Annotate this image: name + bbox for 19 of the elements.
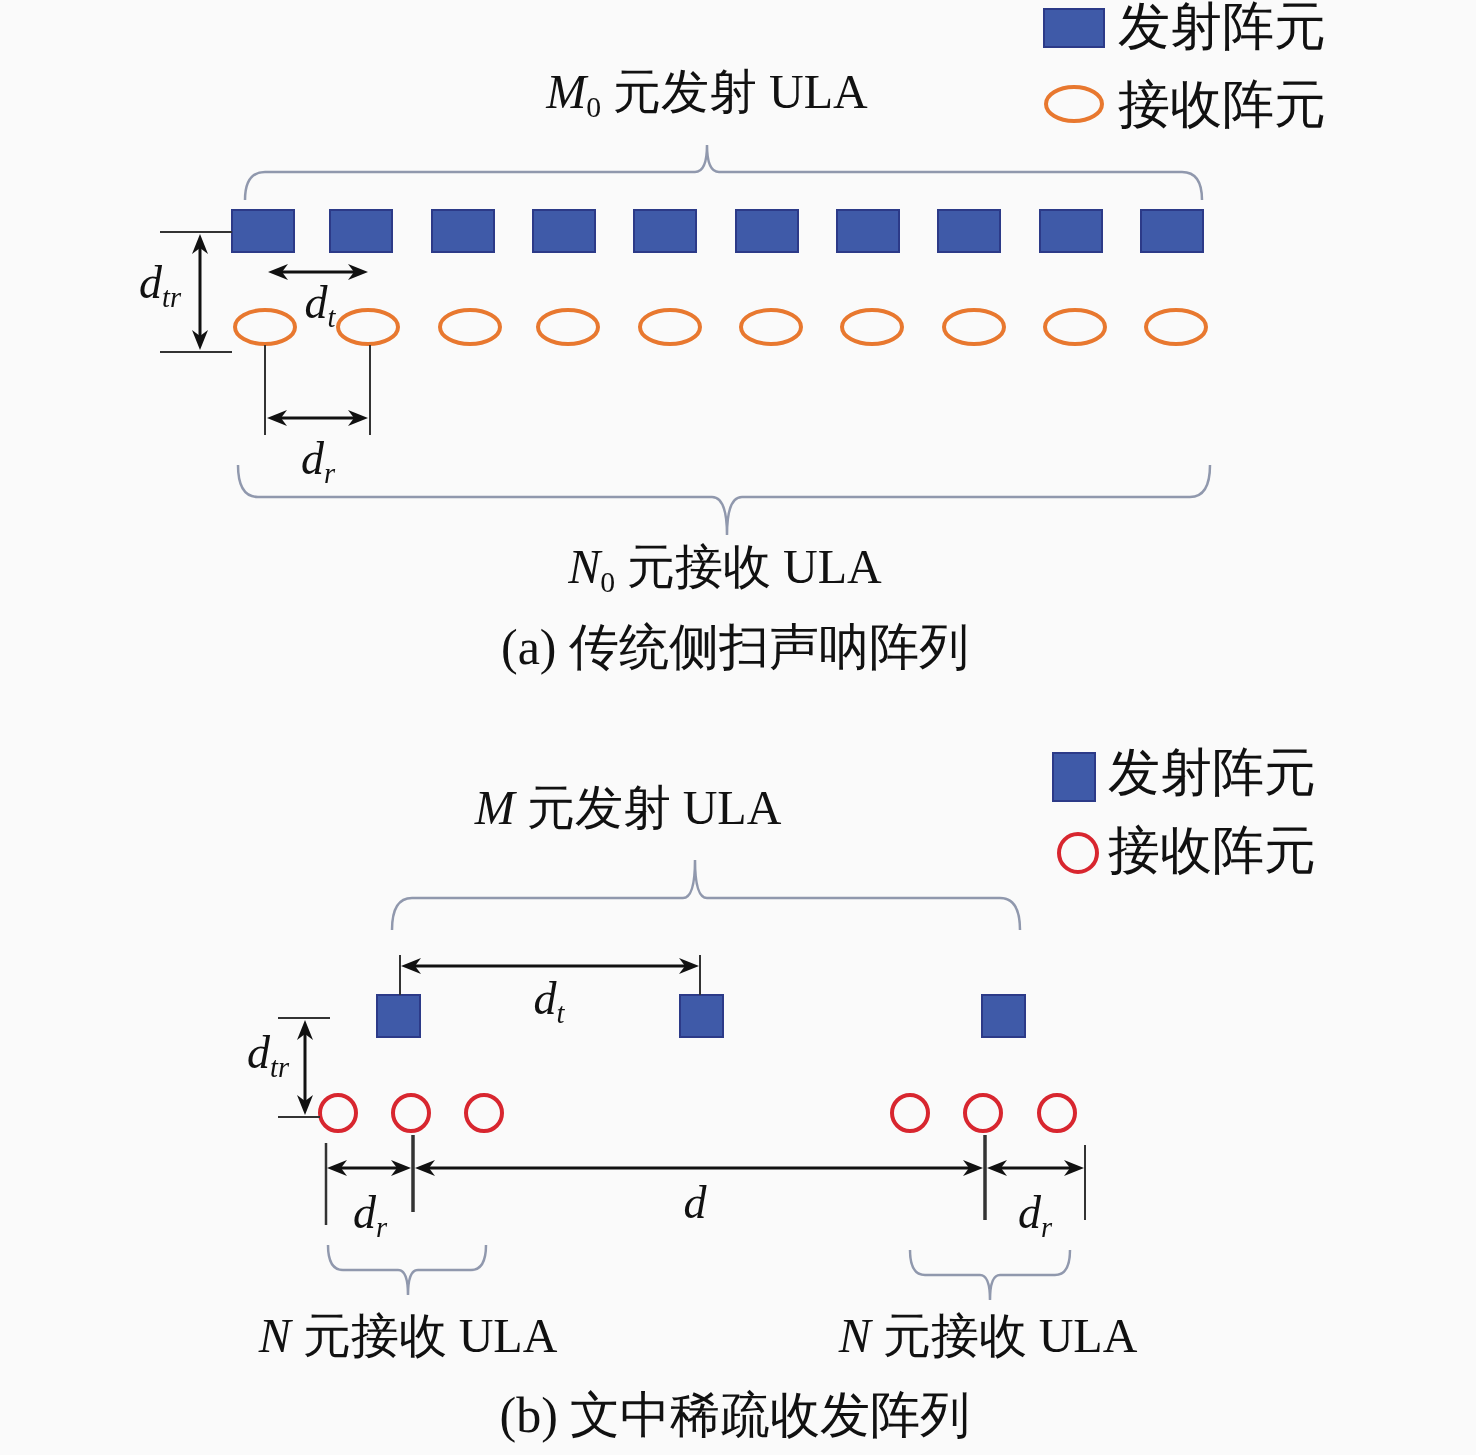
dimension-label: d$_{r}$ bbox=[352, 1188, 388, 1239]
figure-caption: (a) 传统侧扫声呐阵列 bbox=[501, 620, 969, 675]
array-label: N$_{0}$ 元接收 ULA bbox=[568, 541, 882, 594]
array-label: N 元接收 ULA bbox=[838, 1310, 1138, 1363]
dimension-label: d$_{r}$ bbox=[300, 434, 336, 485]
dimension-label: d$_{t}$ bbox=[304, 278, 336, 329]
dimension-label: d bbox=[683, 1178, 707, 1229]
dimension-label: d$_{t}$ bbox=[533, 974, 565, 1025]
array-label: M 元发射 ULA bbox=[474, 782, 782, 835]
legend-label: 接收阵元 bbox=[1118, 76, 1326, 134]
legend-label: 发射阵元 bbox=[1108, 744, 1316, 802]
dimension-label: d$_{r}$ bbox=[1017, 1188, 1053, 1239]
figure-caption: (b) 文中稀疏收发阵列 bbox=[499, 1388, 971, 1443]
legend-label: 接收阵元 bbox=[1108, 822, 1316, 880]
array-label: M$_{0}$ 元发射 ULA bbox=[546, 66, 868, 119]
array-label: N 元接收 ULA bbox=[258, 1310, 558, 1363]
dimension-label: d$_{tr}$ bbox=[247, 1028, 289, 1079]
legend-label: 发射阵元 bbox=[1118, 0, 1326, 56]
dimension-label: d$_{tr}$ bbox=[139, 258, 181, 309]
